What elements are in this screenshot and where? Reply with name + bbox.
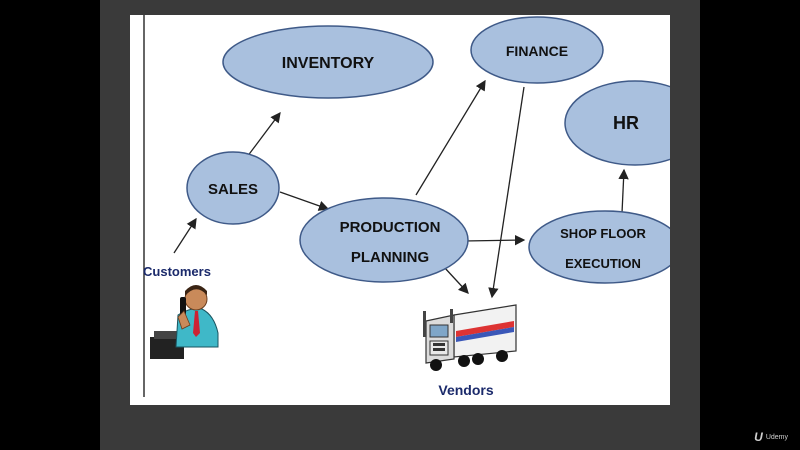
node-inventory: INVENTORY xyxy=(222,25,434,99)
arrow-customers-to-sales xyxy=(173,217,197,254)
arrow-production-to-shopfloor xyxy=(463,234,526,246)
node-shopfloor-line2: EXECUTION xyxy=(565,256,641,271)
node-sales-label: SALES xyxy=(208,181,258,198)
slide: INVENTORY FINANCE HR SALES PRODUCTION PL… xyxy=(130,15,670,405)
truck-icon xyxy=(423,304,517,371)
node-finance-label: FINANCE xyxy=(506,43,568,59)
node-production-line1: PRODUCTION xyxy=(340,219,441,236)
node-inventory-label: INVENTORY xyxy=(282,55,375,72)
udemy-logo-icon: U xyxy=(754,430,763,444)
arrow-sales-to-inventory xyxy=(243,111,281,162)
arrow-production-to-vendors xyxy=(443,266,469,294)
arrow-finance-to-vendors xyxy=(488,86,525,299)
node-hr: HR xyxy=(564,80,670,166)
node-finance: FINANCE xyxy=(470,16,604,84)
arrow-sales-to-production xyxy=(279,191,330,211)
udemy-watermark-text: Udemy xyxy=(765,433,788,441)
node-shop-floor-execution: SHOP FLOOR EXECUTION xyxy=(528,210,670,284)
node-shopfloor-line1: SHOP FLOOR xyxy=(560,226,646,241)
customer-phone-icon xyxy=(150,285,219,359)
arrow-production-to-finance xyxy=(415,79,486,196)
customers-caption: Customers xyxy=(143,264,211,279)
arrow-shopfloor-to-hr xyxy=(618,168,629,214)
node-production-planning: PRODUCTION PLANNING xyxy=(299,197,469,283)
udemy-watermark: U Udemy xyxy=(754,430,788,444)
node-production-line2: PLANNING xyxy=(351,249,429,266)
vendors-caption: Vendors xyxy=(438,382,493,398)
node-hr-label: HR xyxy=(613,113,639,133)
node-sales: SALES xyxy=(186,151,280,225)
erp-diagram: INVENTORY FINANCE HR SALES PRODUCTION PL… xyxy=(143,15,670,398)
